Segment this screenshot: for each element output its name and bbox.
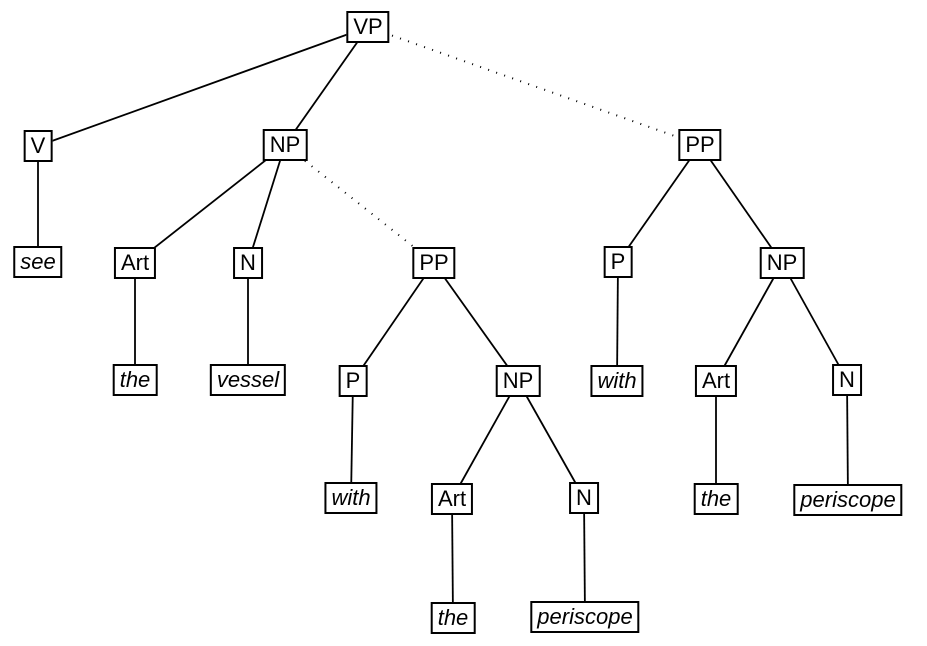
tree-edge-np3-n3 xyxy=(517,380,585,499)
tree-node-periscope2: periscope xyxy=(793,484,903,516)
tree-node-np3: NP xyxy=(495,365,541,397)
tree-edge-pp1-p1 xyxy=(352,262,435,382)
tree-edge-n3-periscope1 xyxy=(583,497,586,618)
tree-node-the3: the xyxy=(430,602,476,634)
tree-node-art1: Art xyxy=(113,247,157,279)
tree-node-periscope1: periscope xyxy=(530,601,640,633)
tree-node-with2: with xyxy=(590,365,644,397)
tree-node-vessel: vessel xyxy=(209,364,287,396)
tree-node-p1: P xyxy=(338,365,368,397)
tree-node-with1: with xyxy=(324,482,378,514)
tree-node-see: see xyxy=(13,246,63,278)
tree-node-v: V xyxy=(23,130,53,162)
tree-node-art2: Art xyxy=(694,365,738,397)
tree-node-the1: the xyxy=(112,364,158,396)
tree-edge-pp2-p2 xyxy=(617,144,701,263)
tree-edge-n2-periscope2 xyxy=(846,379,849,501)
tree-edge-vp-v xyxy=(37,26,369,147)
tree-node-pp2: PP xyxy=(678,129,722,161)
tree-edge-p2-with2 xyxy=(616,261,619,382)
tree-node-n2: N xyxy=(832,364,862,396)
tree-node-art3: Art xyxy=(430,483,474,515)
tree-node-np1: NP xyxy=(262,129,308,161)
tree-node-p2: P xyxy=(603,246,633,278)
tree-node-np2: NP xyxy=(759,247,805,279)
tree-node-n1: N xyxy=(233,247,263,279)
tree-edge-np2-art2 xyxy=(715,262,783,382)
tree-edge-pp1-np3 xyxy=(433,262,519,382)
tree-edge-np3-art3 xyxy=(451,380,519,500)
tree-edge-np2-n2 xyxy=(781,262,848,381)
tree-node-the2: the xyxy=(693,483,739,515)
tree-node-pp1: PP xyxy=(412,247,456,279)
tree-edge-vp-np1 xyxy=(284,26,369,146)
tree-edge-np1-n1 xyxy=(247,144,286,264)
tree-edge-art3-the3 xyxy=(451,498,454,619)
tree-edge-p1-with1 xyxy=(350,380,354,499)
tree-edge-pp2-np2 xyxy=(699,144,783,264)
tree-node-vp: VP xyxy=(346,11,390,43)
tree-node-n3: N xyxy=(569,482,599,514)
tree-edge-np1-art1 xyxy=(134,144,286,264)
